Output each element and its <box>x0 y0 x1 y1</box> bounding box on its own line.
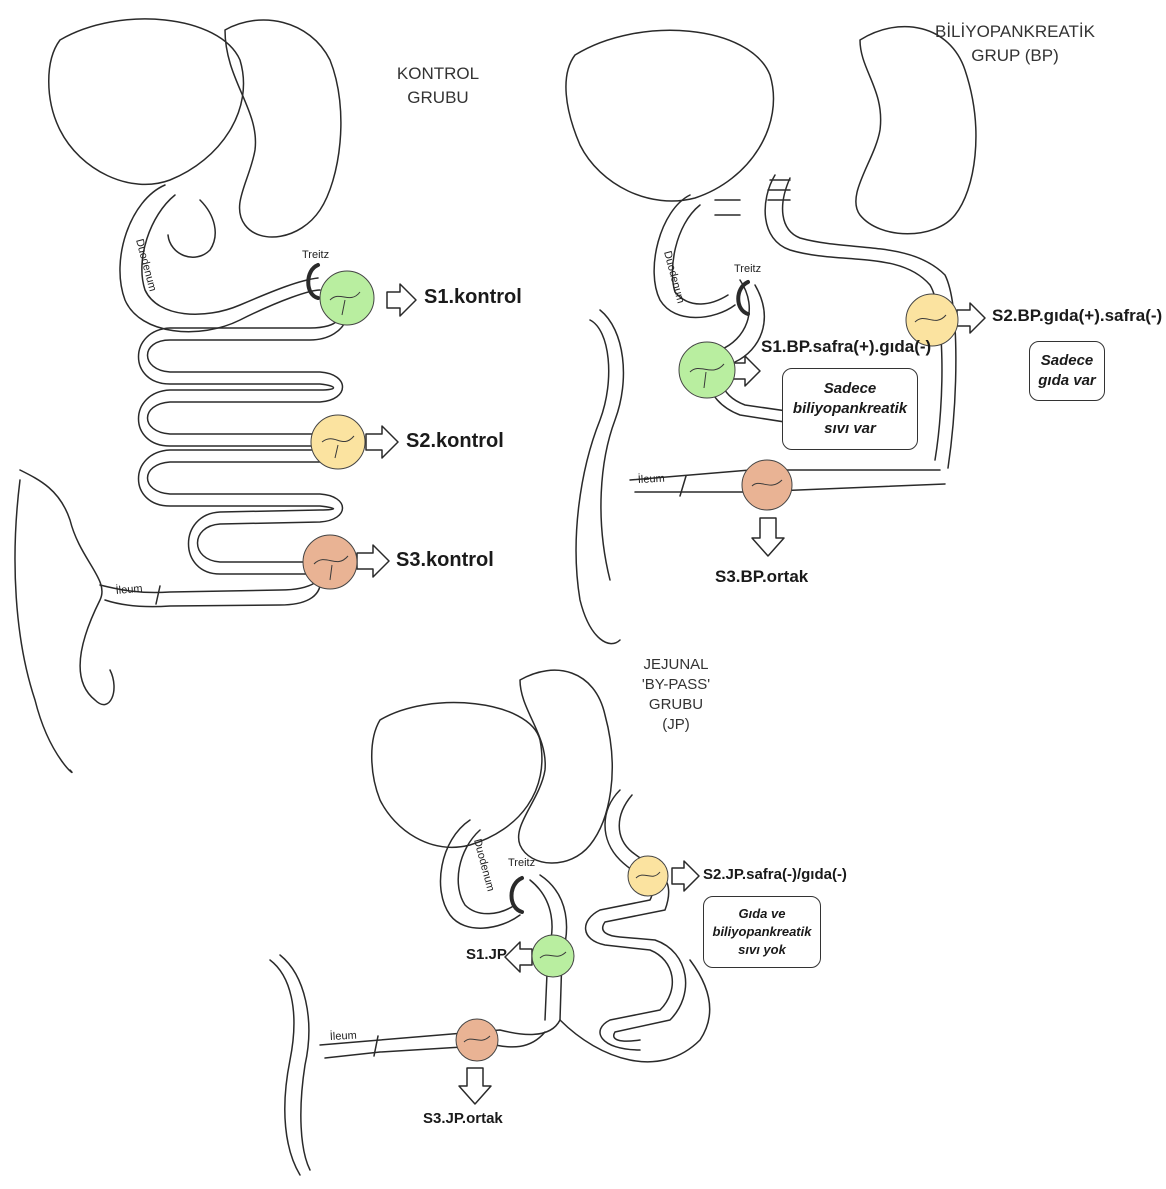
control-colon <box>20 470 114 705</box>
jp-title-line4: (JP) <box>626 715 726 735</box>
control-treitz-hook <box>308 265 318 298</box>
jp-s1-arrow <box>505 942 532 972</box>
control-s3-arrow <box>357 545 389 577</box>
jp-treitz-hook <box>512 878 523 912</box>
jp-s1-label: S1.JP <box>466 946 507 963</box>
jp-title-line3: GRUBU <box>626 695 726 715</box>
bp-s1-note: Sadece biliyopankreatik sıvı var <box>782 368 918 450</box>
jp-duodenum-label: Duodenum <box>471 838 497 893</box>
control-s1-label: S1.kontrol <box>424 286 522 309</box>
jp-colon <box>270 960 300 1175</box>
jp-stomach <box>519 670 613 863</box>
control-s3-label: S3.kontrol <box>396 549 494 572</box>
bp-s2-note: Sadece gıda var <box>1029 341 1105 401</box>
bp-liver <box>566 30 774 201</box>
control-s1-circle <box>320 271 374 325</box>
control-title-line1: KONTROL <box>384 62 492 86</box>
control-duodenum-label: Duodenum <box>133 238 159 293</box>
bp-treitz-hook <box>738 282 748 314</box>
bp-ileum-label: İleum <box>637 472 665 486</box>
control-s2-arrow <box>366 426 398 458</box>
control-ileum-label: İleum <box>115 582 143 597</box>
jp-title-line1: JEJUNAL <box>626 655 726 675</box>
jp-ileum-label: İleum <box>329 1029 357 1043</box>
jp-treitz-label: Treitz <box>508 857 535 869</box>
jp-panel-anatomy <box>270 670 710 1175</box>
bp-treitz-label: Treitz <box>734 263 761 275</box>
jp-s2-label: S2.JP.safra(-)/gıda(-) <box>703 866 847 883</box>
jp-s2-arrow <box>672 861 699 891</box>
control-stomach <box>225 20 341 237</box>
control-title-line2: GRUBU <box>384 86 492 110</box>
bp-s3-label: S3.BP.ortak <box>715 567 808 587</box>
bp-duodenum-label: Duodenum <box>661 250 687 305</box>
jp-title-line2: 'BY-PASS' <box>626 675 726 695</box>
bp-s2-label: S2.BP.gıda(+).safra(-) <box>992 306 1162 326</box>
control-s2-label: S2.kontrol <box>406 430 504 453</box>
jp-s2-note: Gıda ve biliyopankreatik sıvı yok <box>703 896 821 968</box>
jp-liver <box>372 703 542 848</box>
bp-s1-label: S1.BP.safra(+).gıda(-) <box>761 337 931 357</box>
bp-s2-arrow <box>957 303 985 333</box>
control-treitz-label: Treitz <box>302 249 329 261</box>
control-liver <box>49 19 244 184</box>
control-s1-arrow <box>387 284 416 316</box>
jp-s3-label: S3.JP.ortak <box>423 1110 503 1127</box>
control-panel-anatomy <box>15 19 416 773</box>
control-s2-circle <box>311 415 365 469</box>
bp-title: BİLİYOPANKREATİK GRUP (BP) <box>930 20 1100 68</box>
jp-s3-arrow <box>459 1068 491 1104</box>
bp-title-line1: BİLİYOPANKREATİK <box>930 20 1100 44</box>
control-s3-circle <box>303 535 357 589</box>
bp-colon <box>576 320 620 644</box>
control-title: KONTROL GRUBU <box>384 62 492 110</box>
bp-s3-arrow <box>752 518 784 556</box>
bp-title-line2: GRUP (BP) <box>930 44 1100 68</box>
jp-title: JEJUNAL 'BY-PASS' GRUBU (JP) <box>626 655 726 735</box>
